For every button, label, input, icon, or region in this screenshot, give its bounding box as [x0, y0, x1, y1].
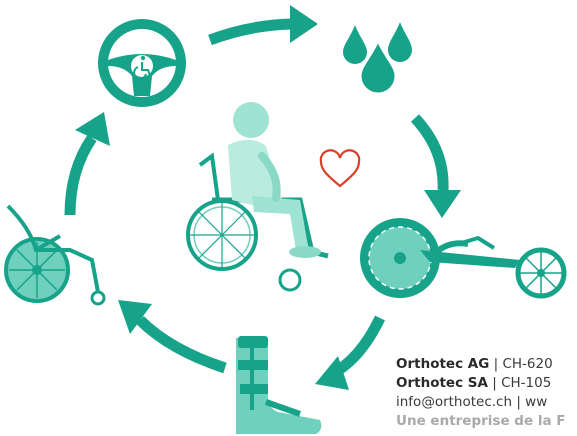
steering-wheel-icon	[98, 19, 186, 107]
arrow-right-head	[424, 190, 461, 218]
company-sa-name: Orthotec SA	[396, 375, 488, 391]
company-sa-address: | CH-105	[487, 375, 552, 391]
contact-block: Orthotec AG | CH-620 Orthotec SA | CH-10…	[396, 355, 565, 431]
contact-tagline: Une entreprise de la F	[396, 413, 566, 429]
contact-line-company-sa: Orthotec SA | CH-105	[396, 374, 565, 393]
heart-icon	[319, 149, 361, 188]
water-drops-icon	[343, 22, 412, 96]
arrow-bottom-left-head	[118, 300, 152, 334]
arrow-bottom-right-head	[315, 356, 349, 390]
orthosis-boot-icon	[236, 336, 322, 434]
cycle-arrows	[64, 5, 461, 390]
contact-email-web[interactable]: info@orthotec.ch | ww	[396, 394, 548, 410]
wheelchair-icon	[4, 204, 106, 306]
arrow-left-head	[75, 112, 110, 146]
person-in-wheelchair-icon	[186, 102, 329, 292]
handbike-icon	[360, 218, 567, 299]
arrow-right	[410, 114, 449, 191]
arrow-top-head	[290, 5, 318, 43]
arrow-top	[208, 18, 293, 46]
arrow-bottom-left	[136, 316, 227, 374]
company-ag-name: Orthotec AG	[396, 356, 490, 372]
arrow-left	[64, 134, 97, 216]
company-ag-address: | CH-620	[489, 356, 553, 372]
contact-line-company-ag: Orthotec AG | CH-620	[396, 355, 565, 374]
